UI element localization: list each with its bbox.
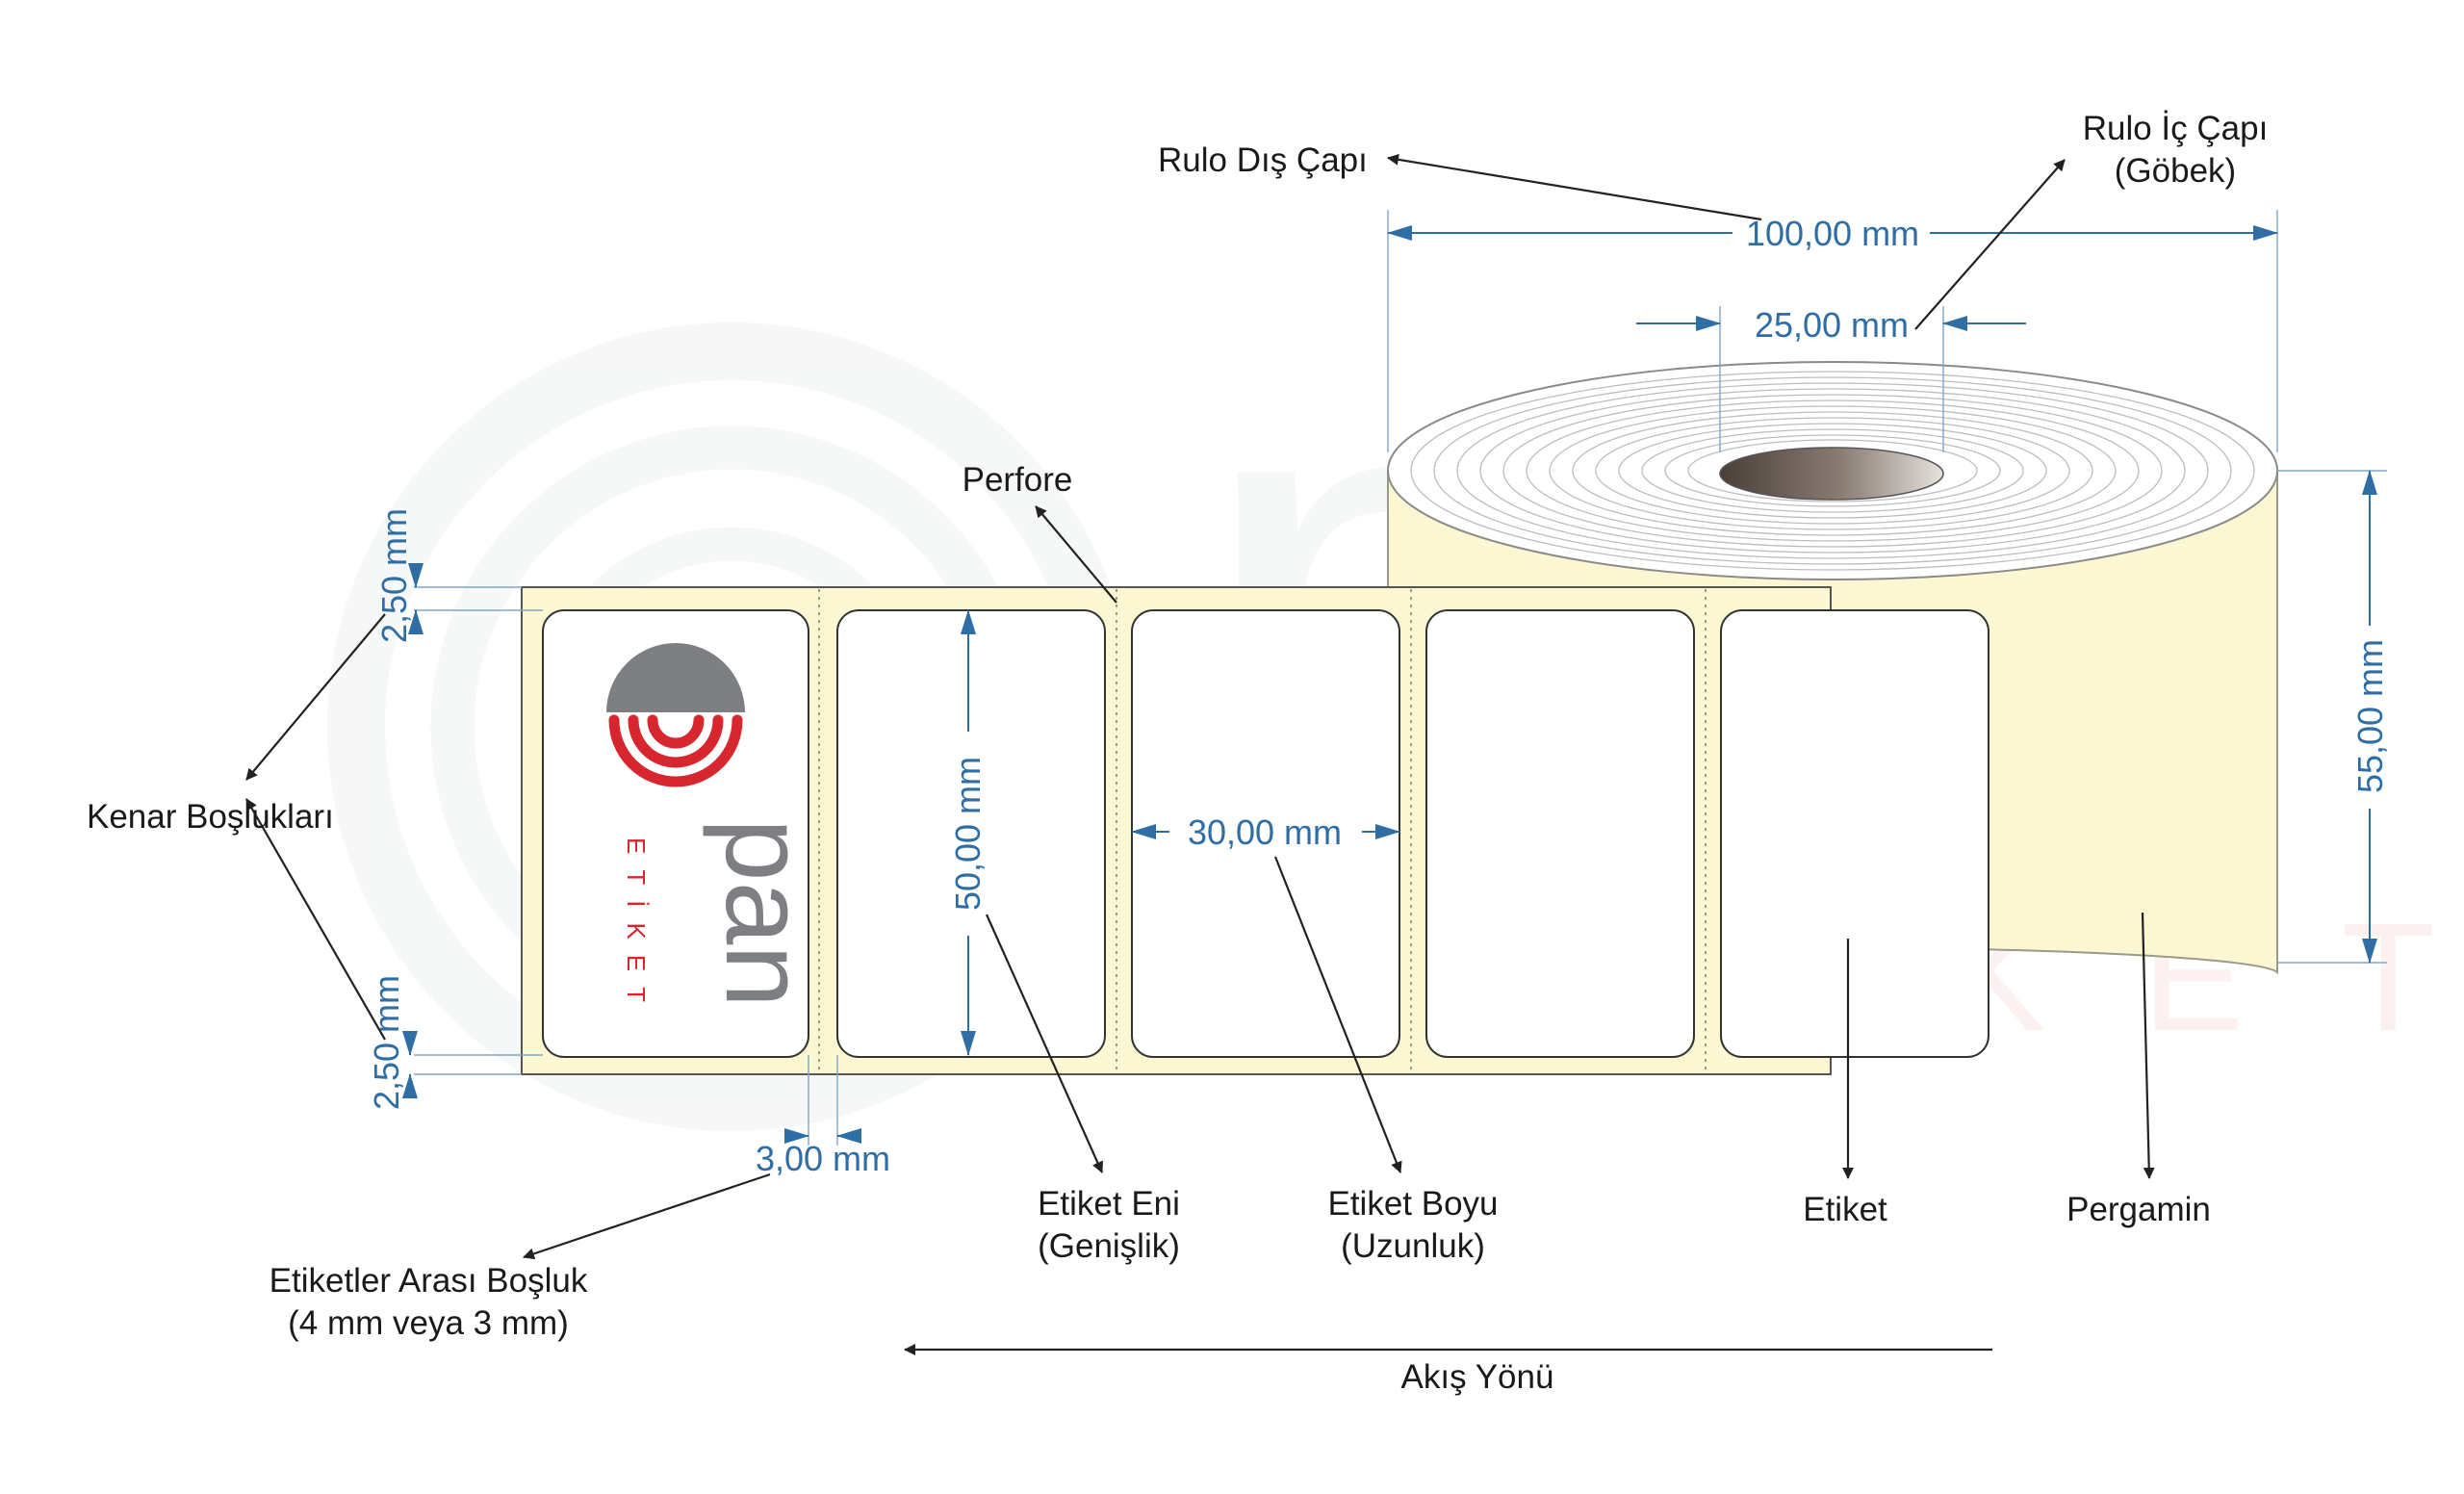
callout-label-length-1: Etiket Boyu xyxy=(1327,1185,1498,1223)
callout-label-gap-2: (4 mm veya 3 mm) xyxy=(288,1304,569,1342)
callout-label: Etiket xyxy=(1803,1191,1887,1228)
dim-label-length: 30,00 mm xyxy=(1188,812,1342,852)
dim-label-gap: 3,00 mm xyxy=(756,1139,890,1178)
dim-outer-diameter: 100,00 mm xyxy=(1746,214,1919,253)
callout-inner-diameter-1: Rulo İç Çapı xyxy=(2083,110,2269,147)
roll-core xyxy=(1719,447,1944,501)
callout-edge-margins: Kenar Boşlukları xyxy=(87,798,334,836)
logo-mark-red xyxy=(608,714,743,787)
callout-flow-direction: Akış Yönü xyxy=(1401,1358,1554,1396)
dim-inner-diameter: 25,00 mm xyxy=(1755,305,1909,345)
callout-labels: Rulo Dış Çapı Rulo İç Çapı (Göbek) Perfo… xyxy=(87,110,2268,1396)
callout-inner-diameter-2: (Göbek) xyxy=(2115,152,2236,190)
callout-label-width-1: Etiket Eni xyxy=(1038,1185,1180,1223)
callout-label-width-2: (Genişlik) xyxy=(1038,1227,1180,1265)
callout-label-length-2: (Uzunluk) xyxy=(1341,1227,1485,1265)
pan-logo: pan ETİKET xyxy=(606,643,829,1017)
dim-roll-width: 55,00 mm xyxy=(2350,639,2390,793)
label-5 xyxy=(1720,609,1989,1058)
callout-liner: Pergamin xyxy=(2066,1191,2211,1228)
leader-lines xyxy=(245,153,2155,1355)
logo-sub: ETİKET xyxy=(622,837,651,1017)
logo-brand: pan xyxy=(702,818,829,1008)
dimension-values: 100,00 mm 25,00 mm 55,00 mm 50,00 mm 30,… xyxy=(367,214,2390,1178)
logo-mark-gray xyxy=(606,643,745,712)
roll-layers xyxy=(1410,371,2255,571)
dim-bottom-margin: 2,50 mm xyxy=(367,975,406,1110)
callout-perforation: Perfore xyxy=(962,461,1073,499)
dimension-lines xyxy=(402,225,2377,1144)
callout-label-gap-1: Etiketler Arası Boşluk xyxy=(270,1262,588,1300)
labels xyxy=(542,609,1989,1058)
dim-top-margin: 2,50 mm xyxy=(374,508,414,643)
label-4 xyxy=(1425,609,1695,1058)
callout-outer-diameter: Rulo Dış Çapı xyxy=(1158,142,1368,179)
dim-label-height: 50,00 mm xyxy=(948,757,988,911)
perforation-lines xyxy=(818,589,1707,1072)
